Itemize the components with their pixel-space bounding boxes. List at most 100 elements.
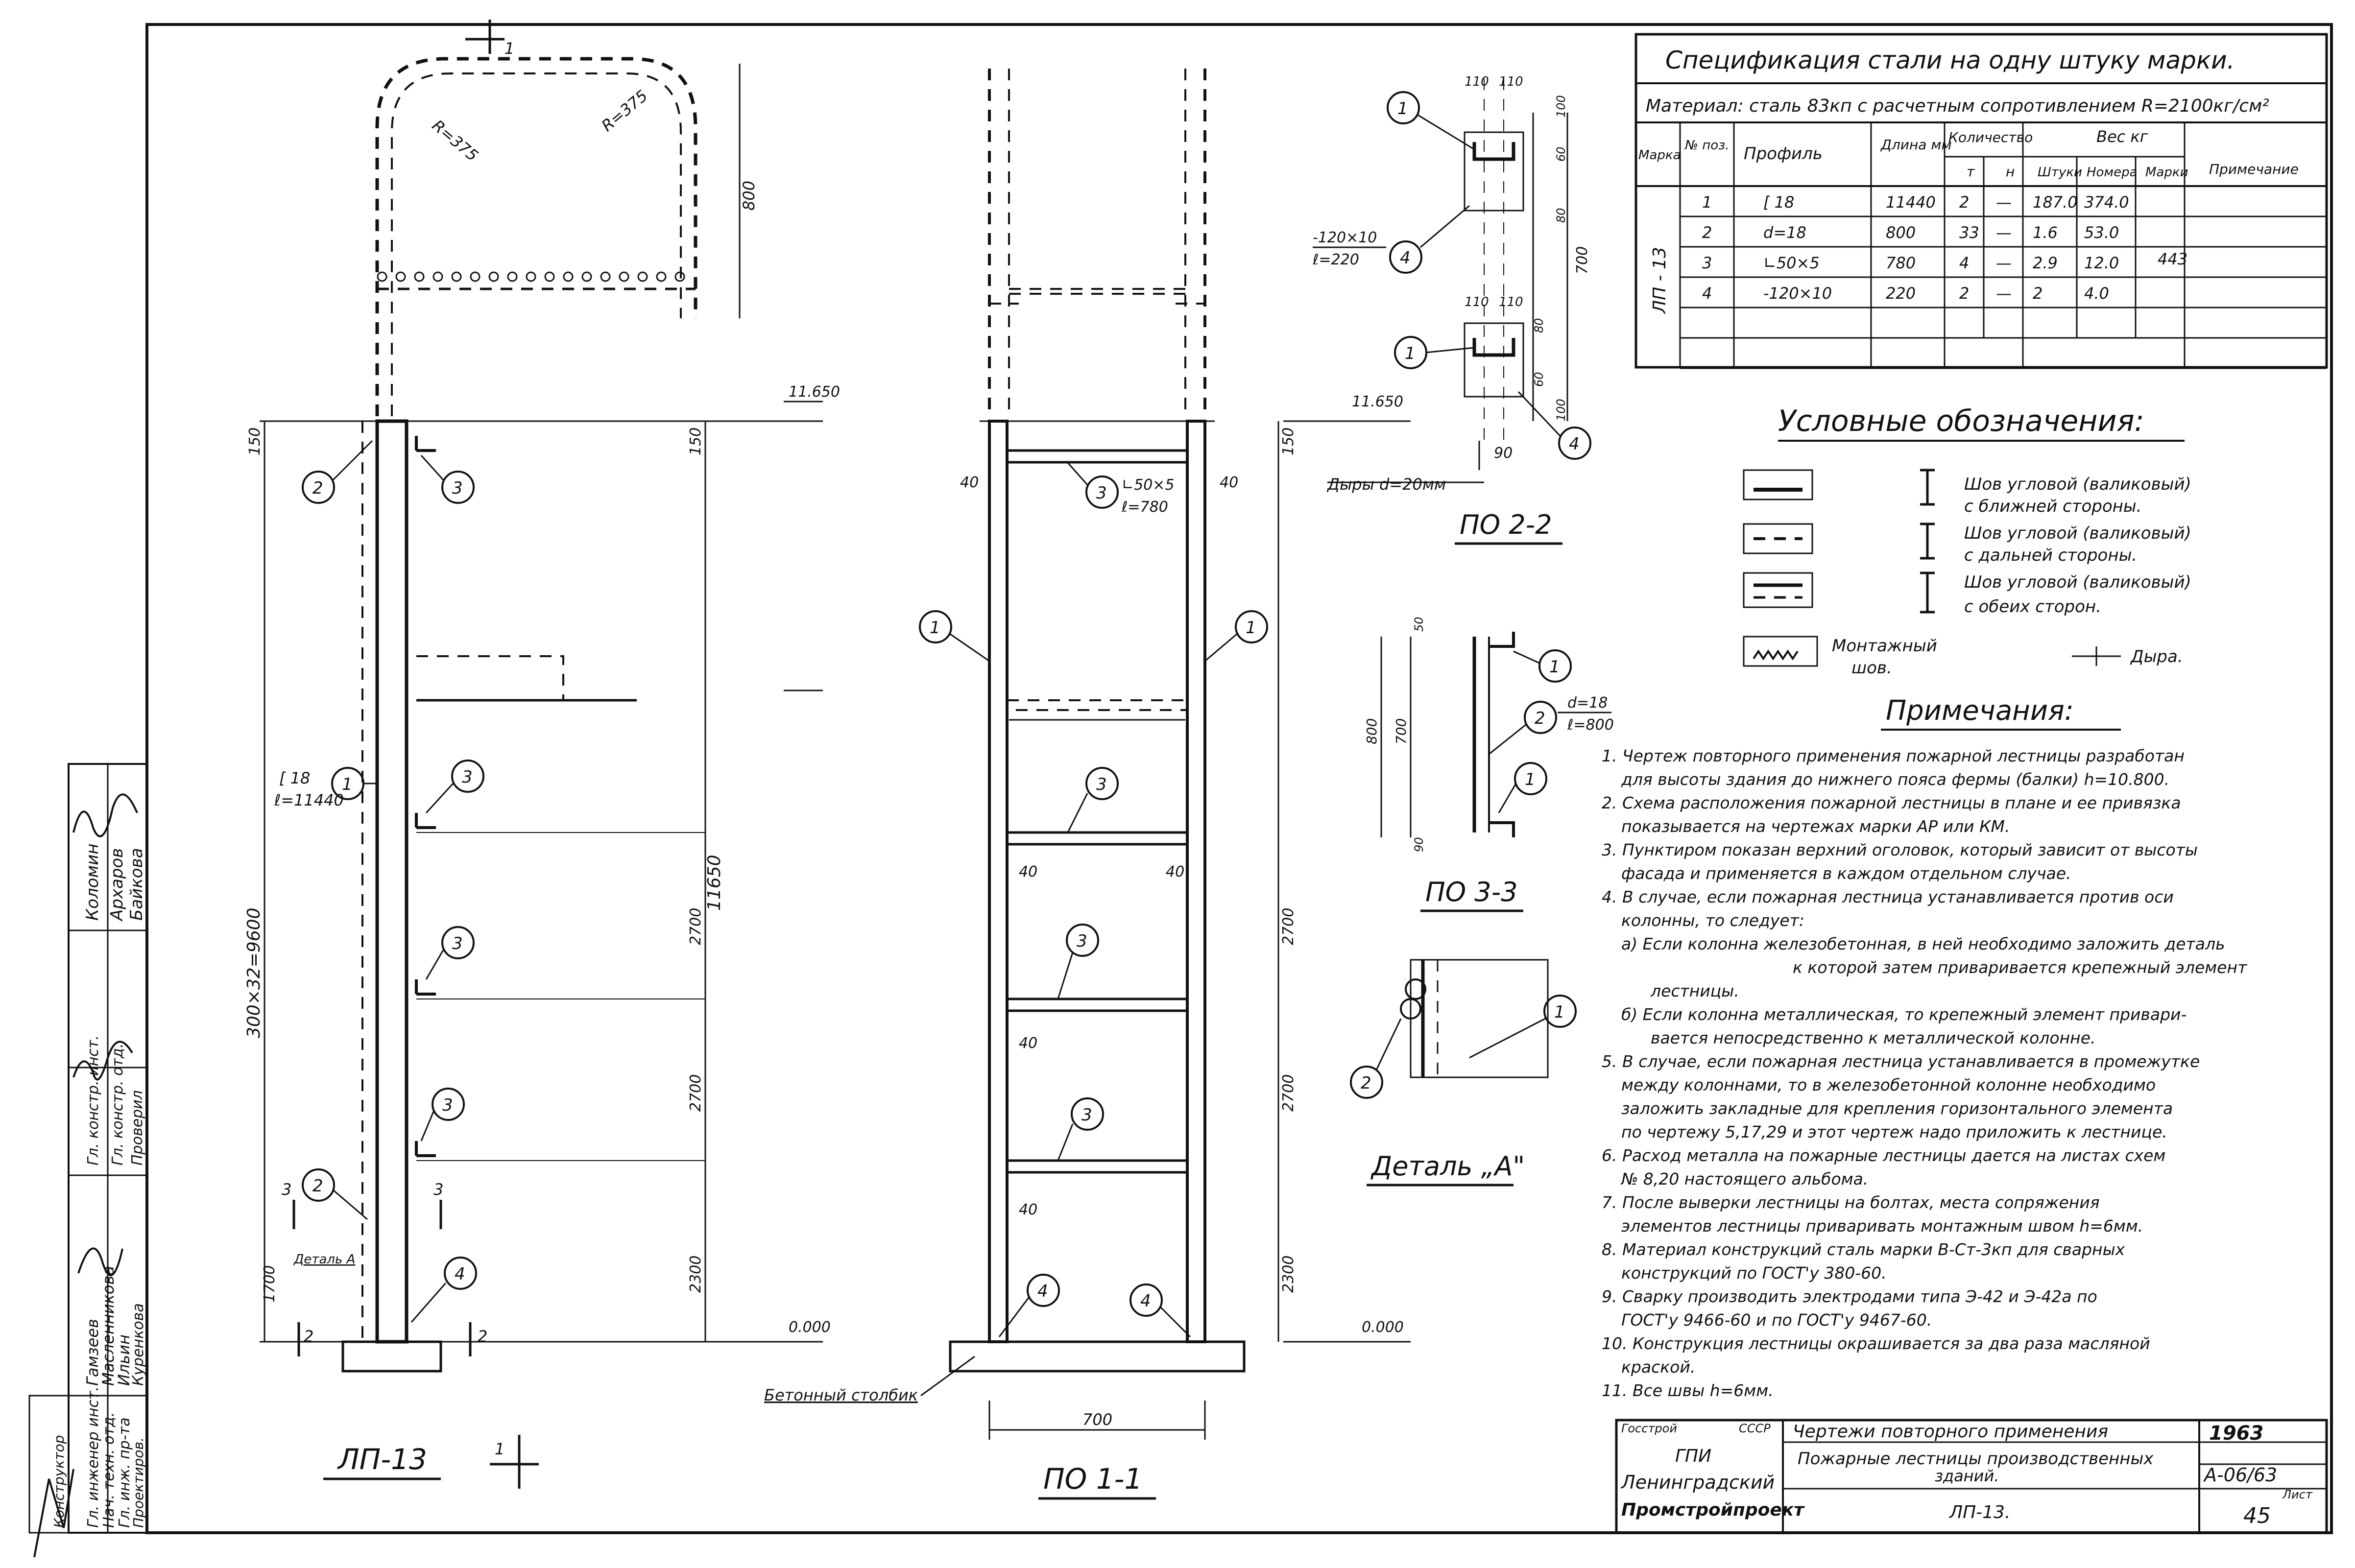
- dim-60-a: 60: [1554, 146, 1568, 162]
- spec-mark: ЛП - 13: [1650, 247, 1670, 314]
- stamp-role-2: Нач. техн. отд.: [100, 1412, 118, 1528]
- plate-upper: [1464, 131, 1524, 212]
- callout-1-po11-left: 1: [919, 610, 990, 662]
- spec-cell-posw: 12.0: [2084, 254, 2119, 272]
- spec-table: Спецификация стали на одну штуку марки. …: [1634, 33, 2328, 369]
- hoop-rung-dot: [433, 271, 443, 282]
- dim-100-b: 100: [1554, 399, 1568, 421]
- channel-label: [ 18: [279, 769, 310, 787]
- note-line: 6. Расход металла на пожарные лестницы д…: [1602, 1146, 2165, 1165]
- note-line: б) Если колонна металлическая, то крепеж…: [1621, 1005, 2187, 1024]
- dim-100-a: 100: [1554, 95, 1568, 118]
- po11-dim-2700-2: 2700: [1280, 1074, 1297, 1112]
- plate-lower: [1464, 322, 1524, 398]
- tb-title1: Чертежи повторного применения: [1793, 1422, 2108, 1442]
- callout-3-a: 3: [425, 760, 484, 814]
- view-po11: 11.650 0.000 150 2700 2700 2300 40 40 40…: [764, 69, 1411, 1500]
- note-line: по чертежу 5,17,29 и этот чертеж надо пр…: [1621, 1122, 2167, 1141]
- note-line: 4. В случае, если пожарная лестница уста…: [1602, 887, 2174, 906]
- hoop-rung-dot: [526, 271, 536, 282]
- dim-2700-2: 2700: [687, 1074, 704, 1112]
- spec-material: Материал: сталь 83кп с расчетным сопроти…: [1646, 96, 2269, 116]
- spec-cell-piece: 2.9: [2033, 254, 2058, 272]
- svg-text:2: 2: [312, 1176, 323, 1196]
- tb-code: А-06/63: [2203, 1464, 2277, 1486]
- callout-1-detail: 1: [1469, 995, 1577, 1059]
- spec-cell-t: 2: [1959, 284, 1969, 303]
- dim-height-lp13: 11650: [704, 855, 724, 911]
- approval-stamp: Гл. инженер инст. Нач. техн. отд. Гл. ин…: [28, 763, 148, 1558]
- callout-1-lp13: 1: [331, 767, 377, 800]
- radius-label-2: R=375: [598, 86, 651, 135]
- dim-60-b: 60: [1532, 372, 1546, 387]
- cut-mark-2-right: 2: [478, 1327, 487, 1346]
- svg-text:1: 1: [1246, 618, 1256, 638]
- spec-cell-length: 800: [1886, 223, 1916, 242]
- note-line: между колоннами, то в железобетонной кол…: [1621, 1075, 2156, 1094]
- svg-text:1: 1: [1525, 770, 1536, 789]
- plate-label: -120×10: [1313, 229, 1377, 246]
- dim-110-a: 110: [1465, 74, 1489, 89]
- tb-sheet-name: ЛП-13.: [1948, 1502, 2010, 1522]
- hoop-rungs: [377, 271, 685, 282]
- note-line: лестницы.: [1650, 981, 1739, 1000]
- signature-scribble: [33, 1469, 74, 1558]
- angle-length: ℓ=780: [1121, 499, 1168, 516]
- spec-cell-n: —: [1996, 284, 2012, 303]
- dim-700-po22: 700: [1574, 246, 1591, 274]
- rung-top: [1006, 449, 1189, 464]
- rung-2: [1006, 998, 1189, 1012]
- legend-item-2-l2: с дальней стороны.: [1964, 546, 2137, 565]
- note-line: 10. Конструкция лестницы окрашивается за…: [1602, 1334, 2150, 1353]
- legend-symbol-mount: [1743, 636, 1818, 667]
- legend-item-2-l1: Шов угловой (валиковый): [1964, 523, 2191, 543]
- svg-text:4: 4: [1569, 434, 1580, 454]
- svg-text:4: 4: [1037, 1282, 1048, 1301]
- legend-item-1-l2: с ближней стороны.: [1964, 497, 2142, 516]
- note-line: к которой затем приваривается крепежный …: [1793, 958, 2248, 977]
- spec-cell-n: —: [1996, 223, 2012, 242]
- svg-text:3: 3: [1096, 775, 1107, 794]
- spec-cell-profile: -120×10: [1763, 284, 1832, 303]
- legend-mount-l1: Монтажный: [1832, 636, 1937, 656]
- dim-50-po33: 50: [1412, 617, 1426, 632]
- mark-top-lp13: 11.650: [789, 383, 840, 401]
- title-po22: ПО 2-2: [1460, 509, 1552, 540]
- rung-1: [1006, 831, 1189, 846]
- hdr-w-piece: Штуки: [2038, 165, 2082, 180]
- callout-4-po11-left: 4: [998, 1274, 1060, 1337]
- stamp-name2-1: Коломин: [83, 844, 102, 921]
- spec-cell-t: 4: [1959, 254, 1969, 272]
- legend: Условные обозначения: Шов угловой (валик…: [1743, 404, 2191, 678]
- dim-80-b: 80: [1532, 318, 1546, 333]
- spec-cell-t: 2: [1959, 193, 1969, 212]
- stamp-name-1: Гамзеев: [83, 1319, 102, 1386]
- dim-40-r2: 40: [1019, 1035, 1037, 1052]
- stamp-name-4: Куренкова: [130, 1303, 147, 1386]
- tb-org2: СССР: [1739, 1422, 1771, 1435]
- spec-mark-weight: 443: [2158, 250, 2187, 268]
- spec-cell-profile: ∟50×5: [1763, 254, 1820, 272]
- left-rail: [988, 420, 1009, 1343]
- note-line: № 8,20 настоящего альбома.: [1620, 1169, 1868, 1188]
- hoop-rung-dot: [395, 271, 406, 282]
- hdr-pos: № поз.: [1684, 138, 1729, 153]
- angle-label: ∟50×5: [1122, 476, 1175, 494]
- dim-40-r1b: 40: [1166, 863, 1184, 880]
- spec-cell-pos: 3: [1702, 254, 1712, 272]
- spec-cell-piece: 1.6: [2033, 223, 2058, 242]
- tb-title3: зданий.: [1935, 1467, 1999, 1485]
- note-line: элементов лестницы приваривать монтажным…: [1621, 1216, 2143, 1235]
- dim-80-a: 80: [1554, 208, 1568, 223]
- channel-length: ℓ=11440: [274, 791, 344, 809]
- stamp-role-4: Проектиров.: [130, 1437, 146, 1528]
- mark-bottom-po11: 0.000: [1362, 1319, 1404, 1336]
- notes: Примечания: 1. Чертеж повторного примене…: [1602, 695, 2248, 1400]
- stamp-role2-2: Гл. констр. отд.: [109, 1044, 126, 1165]
- hoop-rung-dot: [414, 271, 425, 282]
- stamp-role-3: Гл. инж. пр-та: [116, 1417, 133, 1528]
- dim-40-r1: 40: [1019, 863, 1037, 880]
- stamp-role2-3: Проверил: [129, 1090, 146, 1165]
- callout-3-c: 3: [420, 1088, 465, 1141]
- hdr-note: Примечание: [2209, 161, 2299, 177]
